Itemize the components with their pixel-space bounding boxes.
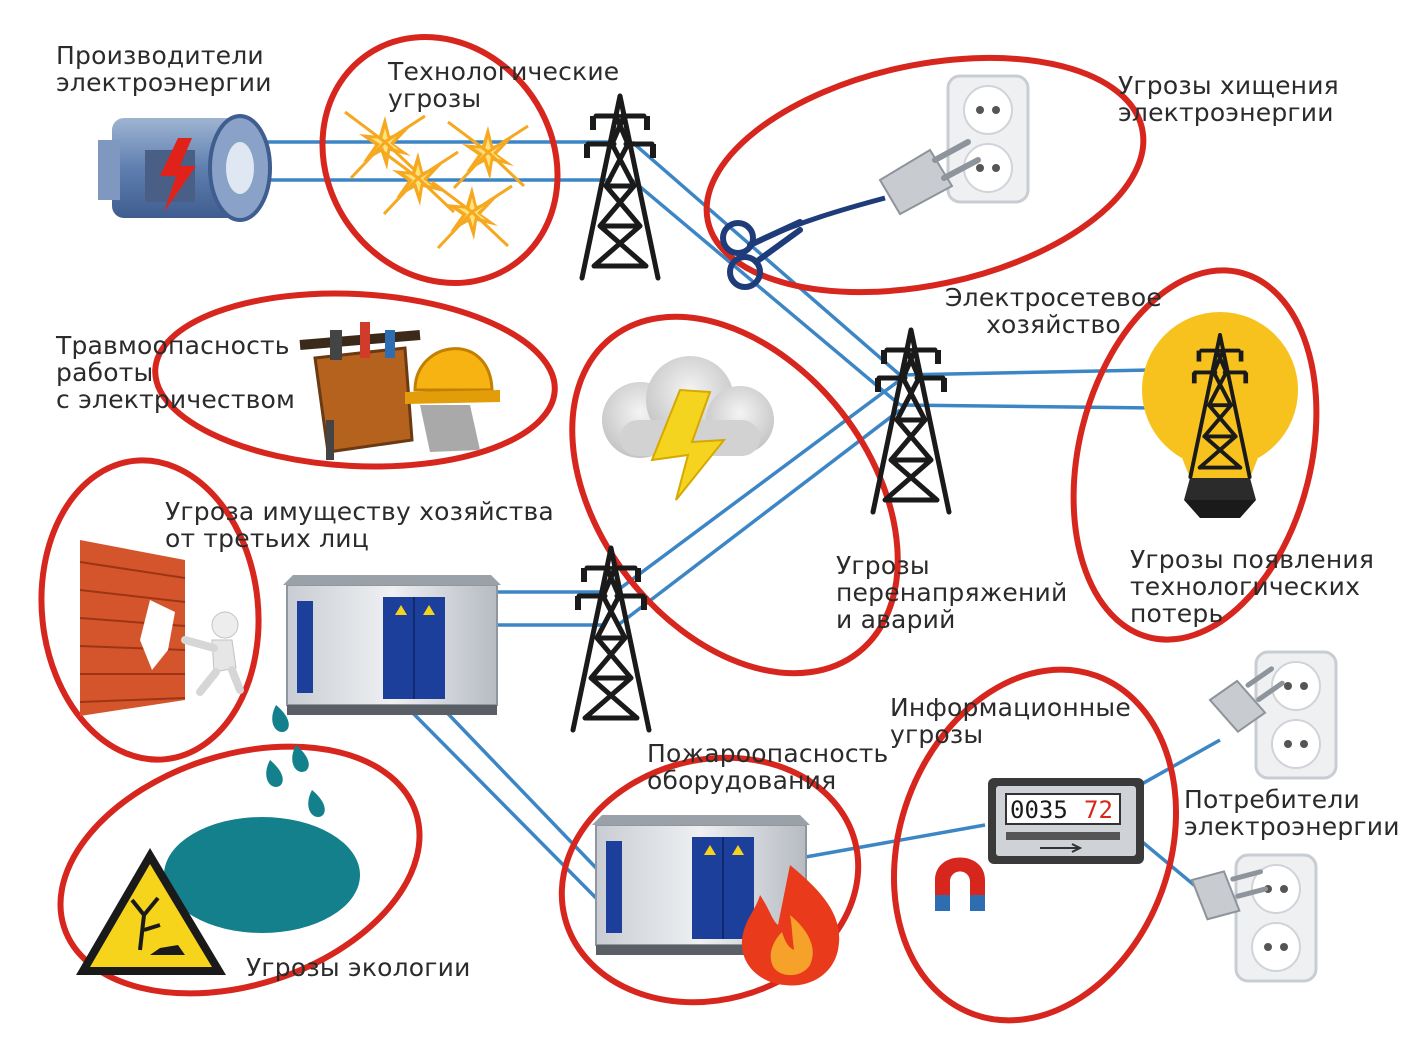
label-line: и аварий (836, 605, 956, 634)
label-line: угрозы (388, 84, 482, 113)
label-line: Угрозы появления (1130, 545, 1375, 574)
spark-icon (430, 180, 514, 250)
ellipse-theft (703, 54, 1147, 296)
hard-hat-icon (405, 347, 500, 452)
fire-icon (741, 865, 840, 986)
person-icon (181, 611, 244, 696)
label-line: оборудования (647, 766, 837, 795)
label-line: Производители (56, 41, 264, 70)
threat-ellipses (38, 34, 1320, 1024)
label-losses: Угрозы появления технологических потерь (1130, 546, 1374, 627)
ellipse-ecology (57, 743, 423, 997)
label-line: от третьих лиц (165, 524, 369, 553)
tool-belt-icon (299, 322, 421, 460)
label-line: Электросетевое (945, 283, 1162, 312)
hazard-sign-icon (76, 848, 226, 975)
label-injury: Травмоопасность работы с электричеством (56, 332, 295, 413)
label-line: Технологические (388, 57, 620, 86)
ellipse-overvoltage (569, 313, 901, 677)
meter-digits-red: 72 (1084, 796, 1113, 824)
magnet-icon (935, 857, 985, 911)
label-line: Угрозы (836, 551, 930, 580)
label-theft: Угрозы хищения электроэнергии (1118, 72, 1339, 126)
electric-meter-icon: 0035 72 (988, 778, 1144, 864)
ellipse-tech-threats (319, 34, 561, 286)
label-line: работы (56, 358, 154, 387)
label-tech-threats: Технологические угрозы (388, 58, 619, 112)
label-info: Информационные угрозы (890, 694, 1131, 748)
label-consumers: Потребители электроэнергии (1184, 786, 1400, 840)
ellipse-info (890, 666, 1180, 1024)
ellipse-fire (558, 754, 862, 1006)
ellipse-injury (152, 290, 558, 470)
label-line: электроэнергии (1184, 812, 1400, 841)
label-line: Угрозы хищения (1118, 71, 1339, 100)
meter-digits-black: 0035 (1010, 796, 1068, 824)
ellipse-property (38, 457, 262, 763)
power-lines (265, 140, 1221, 902)
label-line: электроэнергии (1118, 98, 1334, 127)
label-line: потерь (1130, 599, 1224, 628)
label-grid: Электросетевое хозяйство (945, 284, 1162, 338)
label-line: Потребители (1184, 785, 1360, 814)
power-tower-icon (582, 96, 658, 278)
label-line: Пожароопасность (647, 739, 889, 768)
ellipse-losses (1070, 267, 1320, 643)
transformer-substation-icon (282, 574, 502, 716)
scissors-icon (720, 219, 803, 290)
label-ecology: Угрозы экологии (246, 954, 471, 981)
spark-icon (343, 110, 427, 180)
power-tower-icon (573, 548, 649, 730)
spark-icon (446, 120, 530, 190)
water-drop-icon (266, 705, 325, 817)
label-property: Угроза имуществу хозяйства от третьих ли… (165, 498, 554, 552)
label-line: Угроза имуществу хозяйства (165, 497, 554, 526)
label-line: Угрозы экологии (246, 953, 471, 982)
wall-socket-icon (946, 74, 1030, 204)
label-line: угрозы (890, 720, 984, 749)
label-line: электроэнергии (56, 68, 272, 97)
label-line: Информационные (890, 693, 1131, 722)
label-overvoltage: Угрозы перенапряжений и аварий (836, 552, 1067, 633)
label-line: перенапряжений (836, 578, 1068, 607)
generator-icon (98, 114, 272, 222)
label-line: хозяйство (986, 310, 1121, 339)
water-puddle-icon (164, 817, 360, 933)
label-fire: Пожароопасность оборудования (647, 740, 889, 794)
lightning-icon (650, 388, 727, 501)
brick-wall-icon (79, 540, 186, 716)
label-producers: Производители электроэнергии (56, 42, 272, 96)
label-line: с электричеством (56, 385, 296, 414)
label-line: технологических (1130, 572, 1361, 601)
label-line: Травмоопасность (56, 331, 290, 360)
